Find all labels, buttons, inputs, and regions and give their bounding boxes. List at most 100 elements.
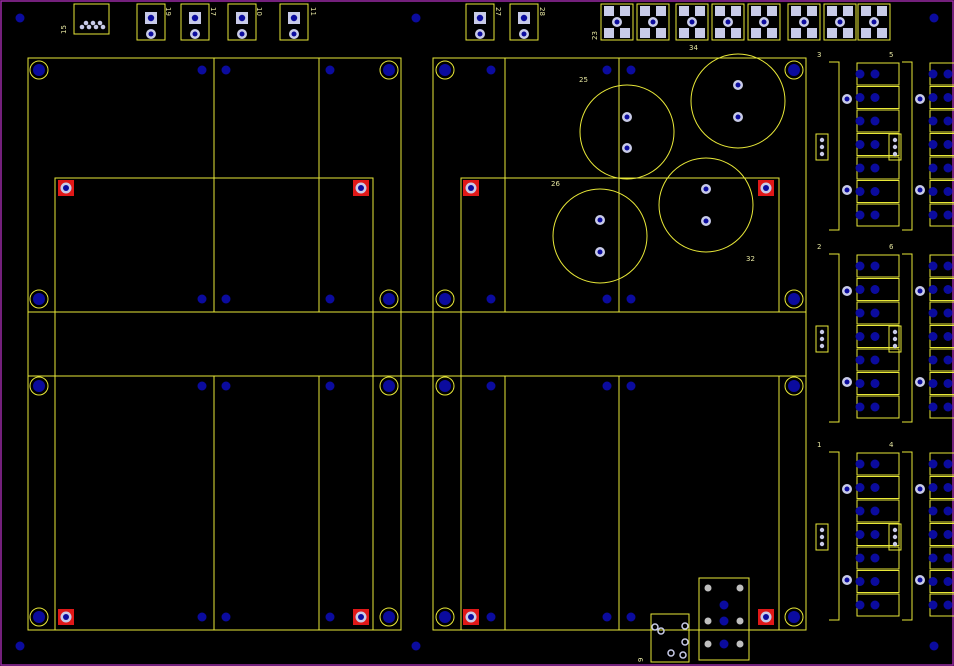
through-hole-drill [624,114,630,120]
through-hole-drill [614,19,620,25]
mounting-hole-ring [784,60,804,80]
via [928,506,938,516]
relay-header-outline [888,325,902,353]
relay-header-outline [815,133,829,161]
via [197,65,207,75]
via [855,163,865,173]
via [928,93,938,102]
via [943,187,953,196]
grey-pad [704,617,712,625]
via [870,163,880,173]
via [943,600,953,610]
via [870,459,880,469]
relay-header-pin [892,336,898,342]
terminal-pad [656,6,666,16]
designator-26: 26 [551,180,560,188]
square-pad-hole [476,14,484,22]
terminal-pad [877,28,887,38]
via [943,308,953,318]
terminal-pad [877,6,887,16]
relay-header-pin [892,534,898,540]
connector-pin [86,24,92,30]
via [626,381,636,391]
designator-11: 11 [309,7,317,16]
grey-pad [736,584,744,592]
pcb-drawing [15,3,954,663]
through-hole-drill [837,19,843,25]
via [719,616,729,626]
through-hole-drill [844,288,850,294]
relay-header-pin [892,329,898,335]
through-hole-drill [844,577,850,583]
mounting-hole [788,611,800,623]
designator-23: 23 [591,31,599,40]
via [870,261,880,271]
terminal-pad [827,28,837,38]
connector-pin [100,24,106,30]
via [943,163,953,173]
via [486,612,496,622]
via [602,381,612,391]
via [855,379,865,388]
through-hole-drill [844,486,850,492]
via [928,332,938,341]
via [870,140,880,149]
two-pin-header-outline [465,3,495,41]
via [929,13,939,23]
via [928,355,938,365]
through-hole-drill [844,96,850,102]
via [855,506,865,516]
via [855,285,865,294]
open-pad [667,649,675,657]
via [855,577,865,586]
open-pad [681,638,689,646]
red-pad-hole [468,185,474,191]
via [928,285,938,294]
via [870,379,880,388]
connector-15-outline [73,3,110,35]
via [870,355,880,365]
via [943,261,953,271]
through-hole-drill [477,31,483,37]
through-hole-drill [521,31,527,37]
via [855,308,865,318]
two-pin-header-outline [136,3,166,41]
via [943,530,953,539]
via [602,294,612,304]
via [943,210,953,220]
via [855,116,865,126]
via [197,381,207,391]
through-hole-drill [597,249,603,255]
via [221,612,231,622]
terminal-pad [620,28,630,38]
via [943,402,953,412]
relay-header-outline [815,523,829,551]
designator-1: 1 [817,441,821,449]
relay-bracket [902,61,913,231]
red-pad-hole [763,614,769,620]
mounting-hole [788,380,800,392]
designator-19: 19 [164,7,172,16]
terminal-pad [807,6,817,16]
via [15,13,25,23]
mounting-hole [33,64,45,76]
mounting-hole-ring [784,289,804,309]
via [486,294,496,304]
terminal-pad [620,6,630,16]
mounting-hole-ring [379,60,399,80]
mounting-hole [439,611,451,623]
via [943,140,953,149]
via [928,140,938,149]
square-pad-hole [238,14,246,22]
terminal-pad [767,28,777,38]
two-pin-header-outline [227,3,257,41]
via [928,261,938,271]
through-hole-drill [917,577,923,583]
terminal-pad [791,28,801,38]
open-pad [681,622,689,630]
relay-bracket [829,253,840,423]
via [943,332,953,341]
via [943,553,953,563]
terminal-pad [640,6,650,16]
